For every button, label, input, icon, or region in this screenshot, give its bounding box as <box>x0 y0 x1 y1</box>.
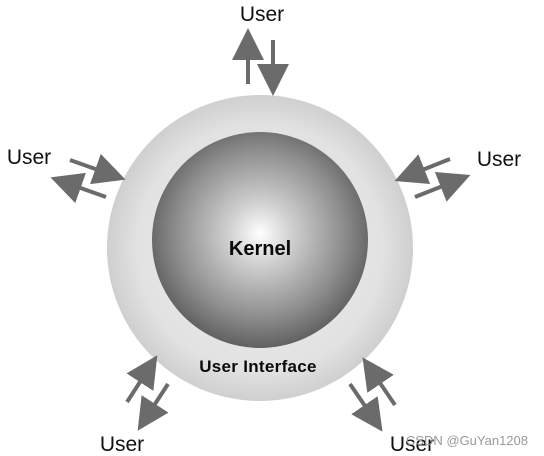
user-label-left: User <box>7 146 51 169</box>
left-arrow-in <box>69 153 126 185</box>
left-user-arrows <box>50 153 126 204</box>
watermark: CSDN @GuYan1208 <box>406 433 528 448</box>
user-interface-label: User Interface <box>199 357 317 376</box>
kernel-sphere <box>152 132 368 348</box>
user-label-bottom-right: User <box>390 433 434 456</box>
bottom-right-user-arrows <box>348 357 397 432</box>
right-arrow-in <box>394 154 451 185</box>
bottom-right-arrow-in <box>362 357 397 407</box>
kernel-label: Kernel <box>229 238 291 260</box>
top-user-arrows <box>232 28 289 96</box>
bottom-right-arrow-out <box>348 382 383 432</box>
left-arrow-out <box>50 172 107 204</box>
right-arrow-out <box>414 171 471 202</box>
bottom-left-arrow-in <box>137 382 170 431</box>
right-user-arrows <box>394 154 471 202</box>
user-label-top: User <box>240 3 284 26</box>
user-label-bottom-left: User <box>100 433 144 456</box>
user-label-right: User <box>477 148 521 171</box>
bottom-left-arrow-out <box>125 355 158 404</box>
bottom-left-user-arrows <box>125 355 170 431</box>
